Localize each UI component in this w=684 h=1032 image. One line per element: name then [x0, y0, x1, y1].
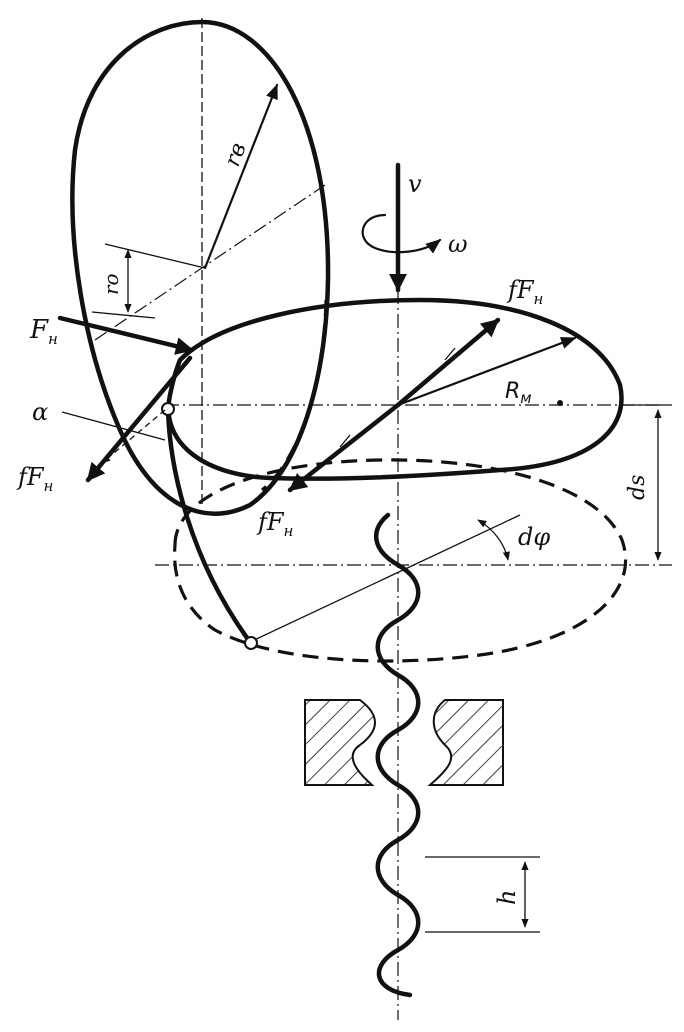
- label-alpha: α: [32, 398, 48, 426]
- coil-top-ellipse: [166, 297, 624, 481]
- label-ffn-left: fFн: [16, 463, 53, 495]
- ffn-friction-diagonal-down: [287, 402, 401, 493]
- label-rv: rв: [220, 140, 251, 170]
- label-ffn-top: fFн: [506, 276, 543, 308]
- ellipse-axis-diagonal: [94, 184, 326, 341]
- ffn-tick-1: [444, 347, 456, 361]
- fn-force-arrow: [57, 315, 195, 355]
- ro-extension-bottom: [91, 311, 156, 319]
- contact-point-bottom: [244, 636, 258, 650]
- label-h: h: [493, 890, 521, 905]
- alpha-dashed-line: [101, 409, 166, 464]
- spring-wire: [373, 512, 421, 998]
- nut-block-right: [427, 699, 504, 786]
- rm-radius-arrow: [396, 336, 577, 407]
- label-ro: rо: [99, 273, 123, 295]
- contact-point-top: [161, 402, 175, 416]
- label-dphi: dφ: [518, 523, 550, 551]
- wire-section-ellipse: [70, 19, 331, 516]
- ffn-friction-diagonal-up: [395, 317, 501, 408]
- ffn-tick-2: [339, 434, 351, 448]
- label-ds: ds: [625, 475, 650, 500]
- rv-radius-arrow: [203, 83, 279, 270]
- helix-path: [165, 407, 253, 645]
- rm-dot: [557, 400, 563, 406]
- label-ffn-bottom: fFн: [256, 508, 293, 540]
- coil-bottom-ellipse: [172, 458, 628, 663]
- label-rm: Rм: [505, 379, 532, 407]
- nut-block-left: [304, 699, 376, 786]
- dphi-arc-arrow: [477, 519, 510, 561]
- wire-section-ellipse-hidden: [261, 299, 328, 492]
- dphi-radius-line: [249, 514, 521, 643]
- label-omega: ω: [448, 230, 468, 258]
- alpha-reference-line: [61, 411, 166, 441]
- label-fn: Fн: [29, 315, 58, 348]
- omega-rotation-arrow: [361, 213, 442, 254]
- label-v: v: [408, 170, 422, 198]
- ro-extension-top: [104, 243, 206, 269]
